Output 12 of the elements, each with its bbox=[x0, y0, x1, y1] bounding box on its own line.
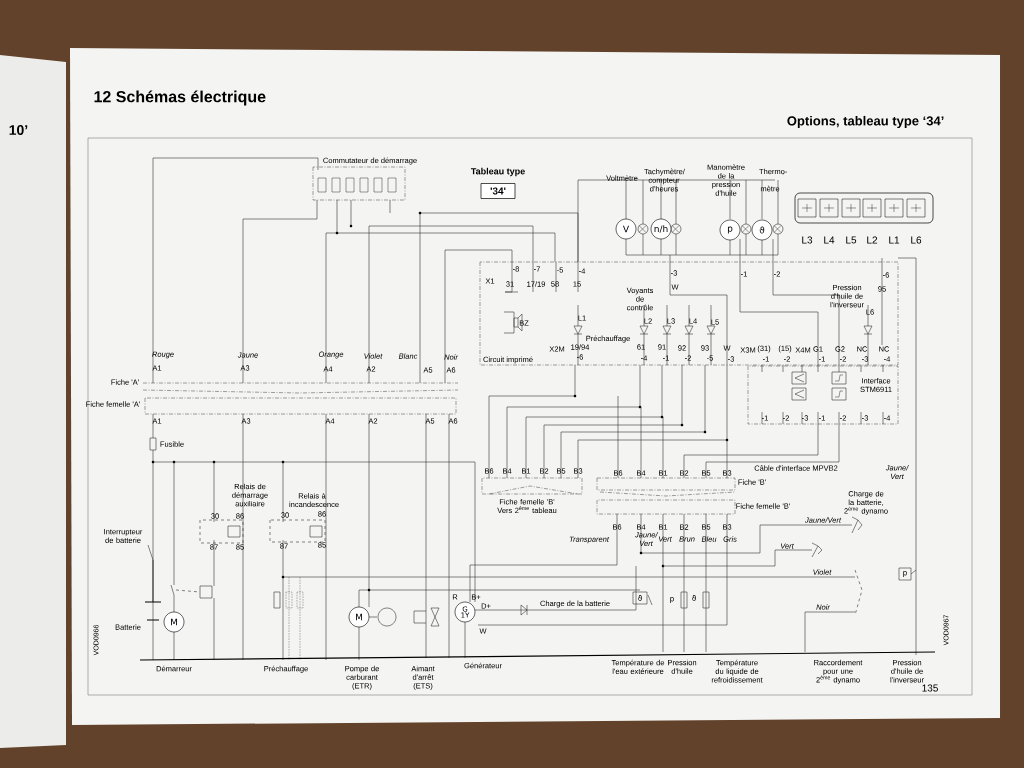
page-number: 135 bbox=[922, 684, 938, 692]
label: L6 bbox=[911, 236, 922, 244]
label: L1 bbox=[889, 236, 900, 244]
label: L5 bbox=[846, 236, 857, 244]
node-label: Tableau type bbox=[470, 167, 525, 177]
label: L3 bbox=[802, 236, 813, 244]
heading: 10’ bbox=[9, 125, 28, 135]
label: L2 bbox=[867, 236, 878, 244]
page-title: 12 Schémas électrique bbox=[94, 90, 266, 106]
heading: Options, tableau type ‘34’ bbox=[787, 115, 944, 129]
label: L4 bbox=[824, 236, 835, 244]
panel-type-box: '34' Tableau type bbox=[470, 167, 525, 199]
